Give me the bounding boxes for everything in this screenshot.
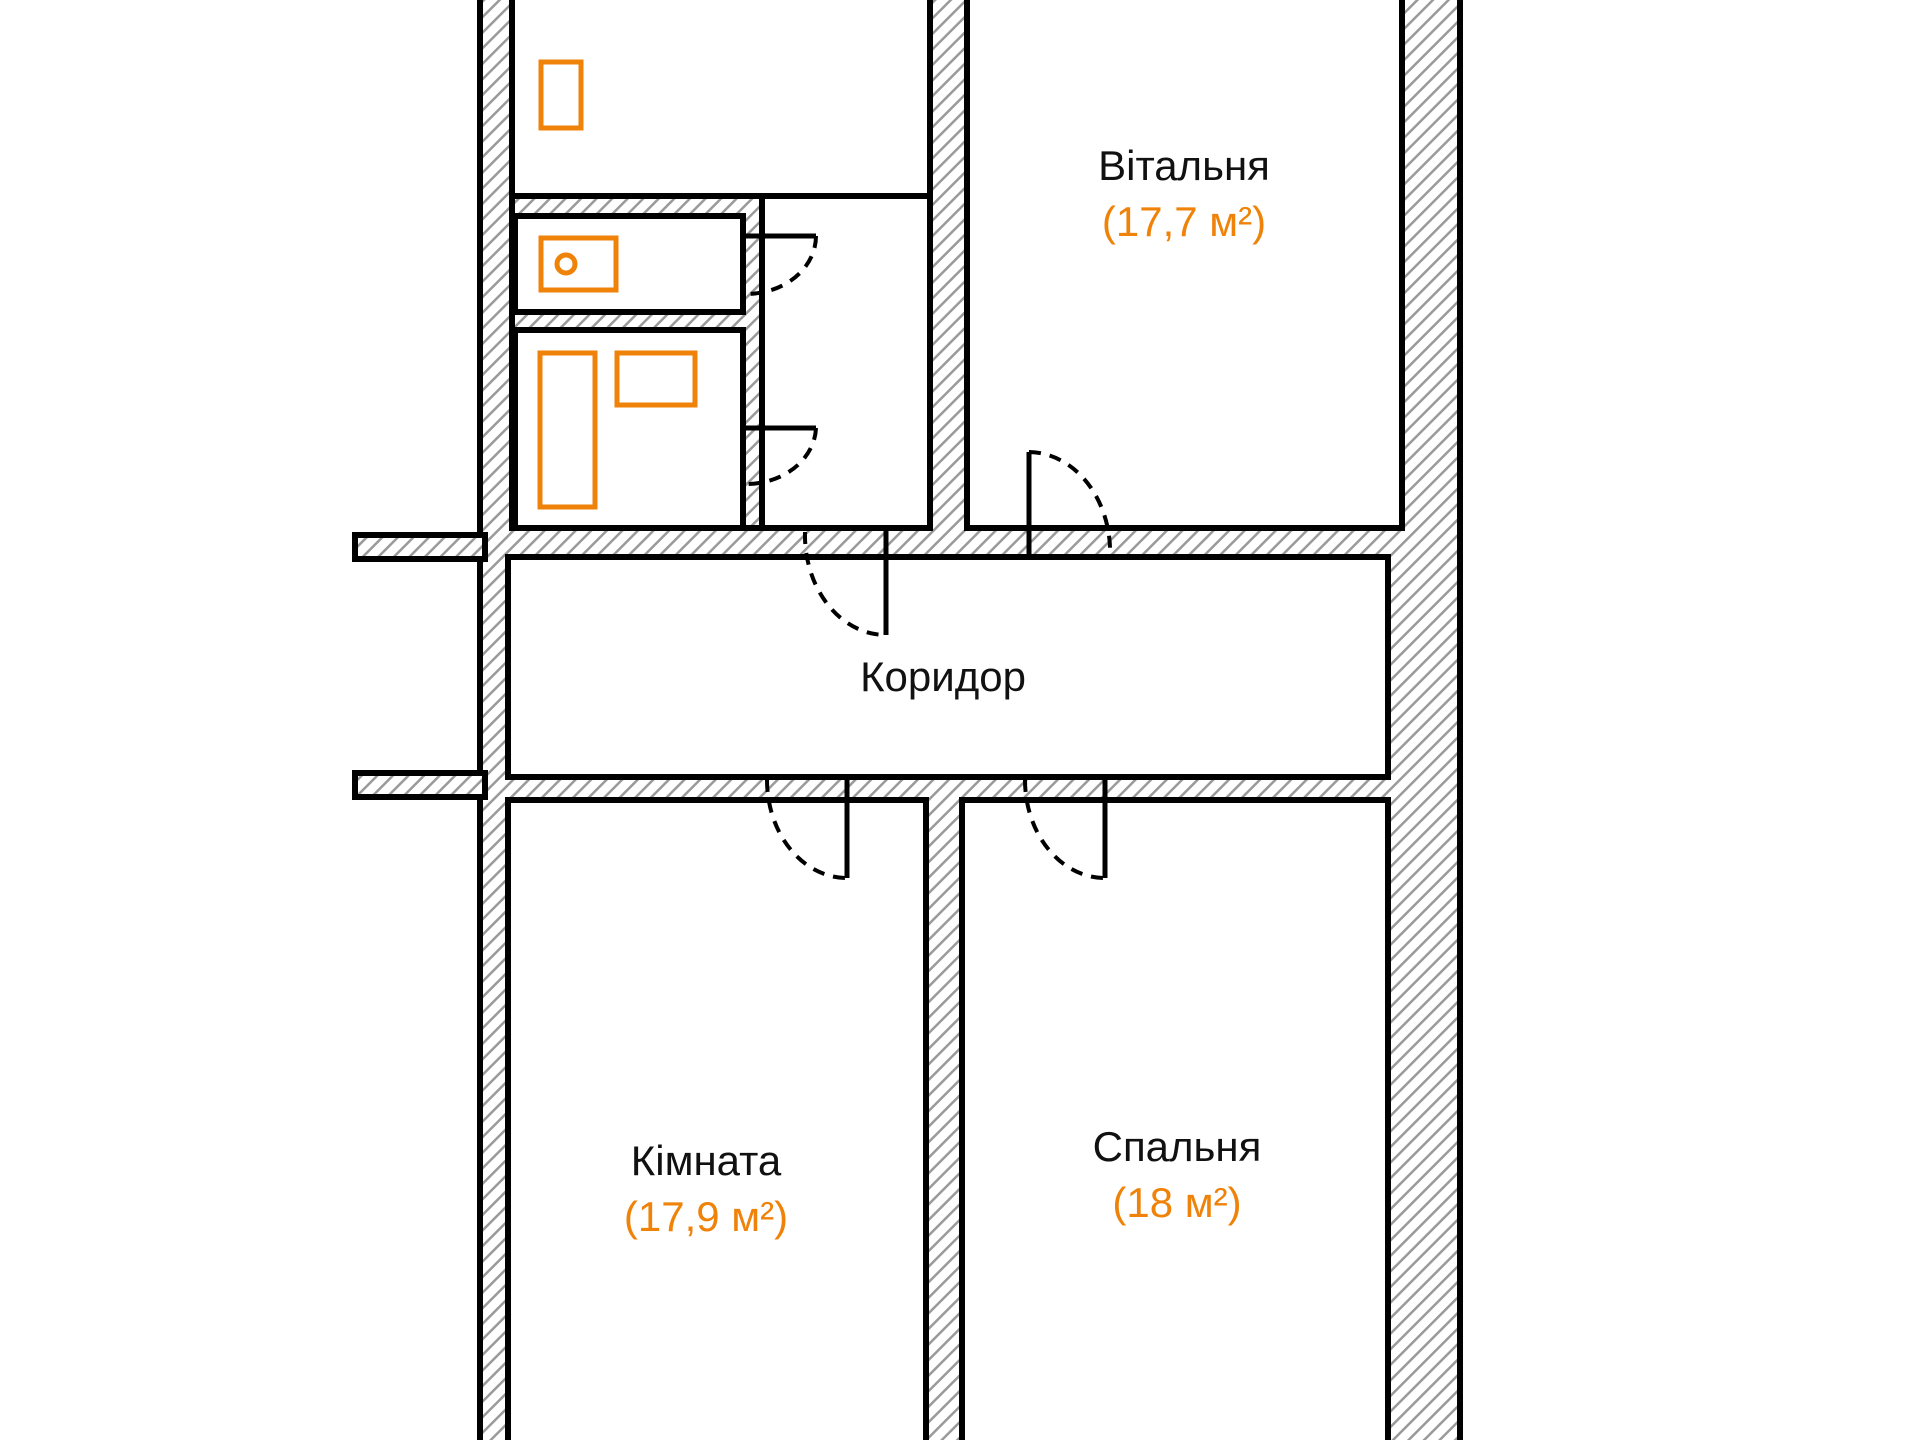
sink-icon [614,350,698,408]
living-room-name: Вітальня [1098,142,1270,189]
room-kimnata-door [765,777,850,880]
toilet-door [743,233,818,296]
bathroom-door [743,425,818,486]
room-kimnata-area: (17,9 м²) [624,1193,788,1240]
corridor-name: Коридор [860,653,1026,700]
doors [743,233,1113,880]
bedroom [959,797,1391,1440]
fixtures [537,59,698,510]
stove-icon [538,235,619,293]
kitchen-lower-strip [759,193,933,531]
room-kimnata-name: Кімната [631,1137,782,1184]
living-room-area: (17,7 м²) [1102,198,1266,245]
corridor [505,554,1391,780]
living-room-door [1026,450,1113,558]
bathtub-icon [537,350,598,510]
room-labels: Вітальня (17,7 м²) Коридор Кімната (17,9… [624,142,1270,1240]
bathroom [512,327,746,531]
bedroom-area: (18 м²) [1112,1179,1241,1226]
kitchen-door [802,528,889,637]
room-kimnata [505,797,929,1440]
wash-basin-icon [538,59,584,131]
left-wall-stub-top [352,532,488,562]
left-wall-stub-bottom [352,770,488,800]
bedroom-name: Спальня [1093,1123,1262,1170]
bedroom-door [1023,777,1108,880]
living-room [964,0,1405,531]
toilet-room [512,213,746,315]
